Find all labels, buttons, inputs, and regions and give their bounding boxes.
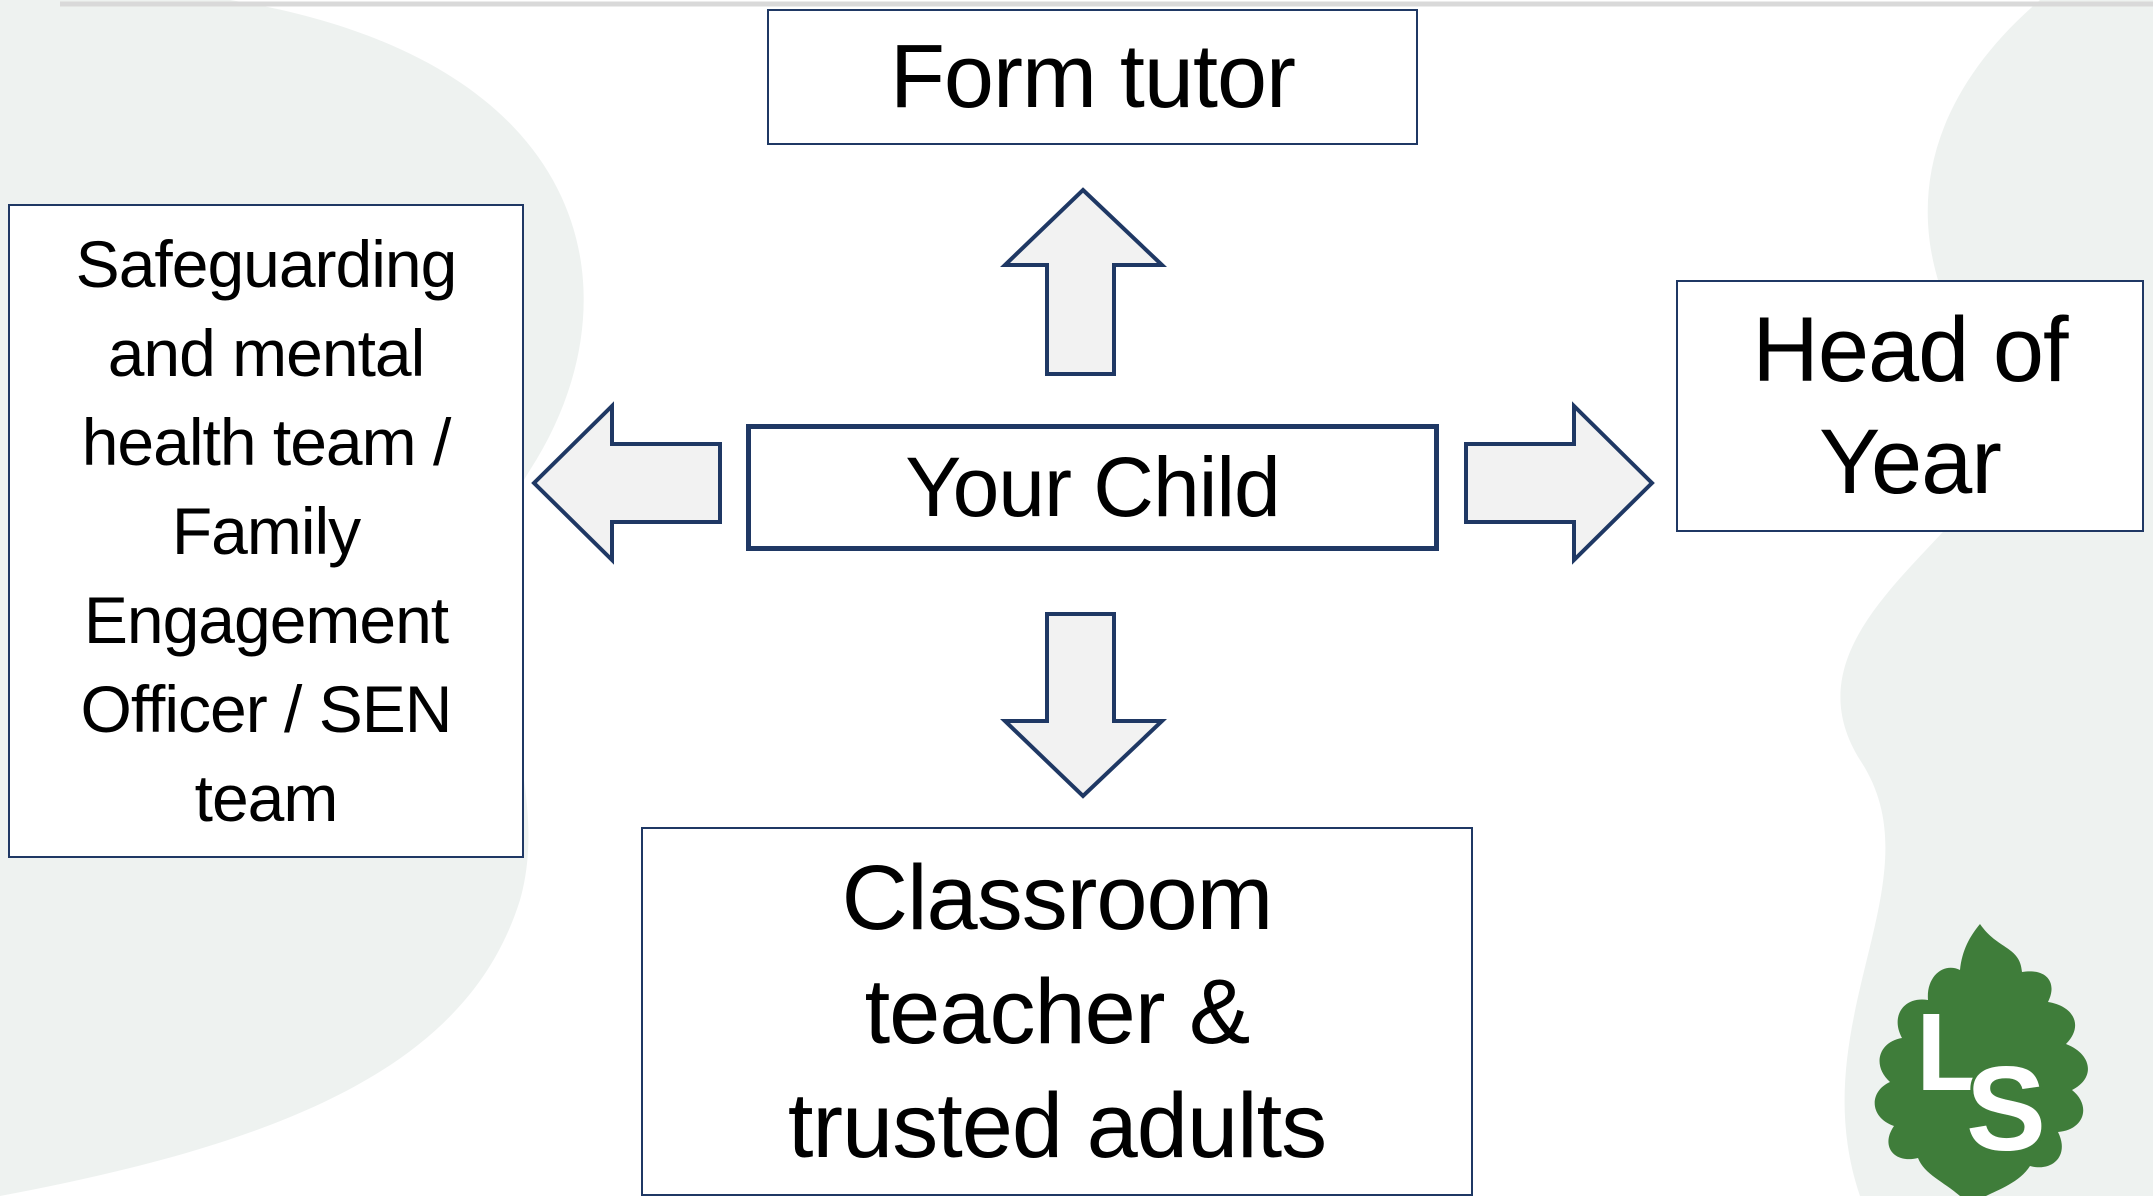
arrow-left	[531, 401, 722, 565]
arrow-up	[1000, 187, 1168, 376]
head-of-year-label: Head of Year	[1752, 299, 2068, 513]
logo-letter-l: L	[1916, 991, 1983, 1114]
classroom-teacher-box: Classroom teacher & trusted adults	[641, 827, 1473, 1196]
arrow-right	[1464, 401, 1655, 565]
form-tutor-label: Form tutor	[889, 26, 1296, 127]
your-child-label: Your Child	[905, 440, 1280, 534]
safeguarding-team-box: Safeguarding and mental health team / Fa…	[8, 204, 524, 858]
head-of-year-box: Head of Year	[1676, 280, 2144, 532]
logo-letter-s: S	[1966, 1042, 2046, 1176]
safeguarding-team-label: Safeguarding and mental health team / Fa…	[75, 226, 458, 835]
classroom-teacher-label: Classroom teacher & trusted adults	[787, 846, 1327, 1177]
your-child-box: Your Child	[746, 424, 1439, 551]
oak-leaf-icon	[1874, 924, 2088, 1196]
form-tutor-box: Form tutor	[767, 9, 1418, 145]
arrow-down	[1000, 612, 1168, 799]
ls-oak-leaf-logo: L S	[1874, 924, 2088, 1196]
